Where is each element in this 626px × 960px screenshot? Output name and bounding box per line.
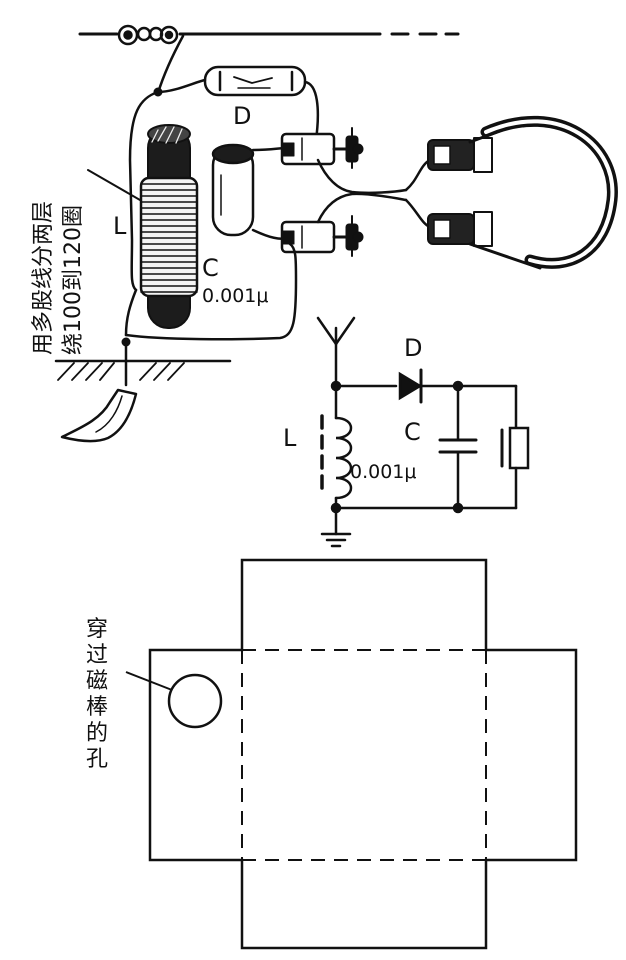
ground-symbol xyxy=(320,532,352,548)
svg-text:用多股线分两层: 用多股线分两层 xyxy=(31,201,56,355)
leader-line xyxy=(87,169,141,201)
box-cutout-template xyxy=(125,558,578,950)
schematic-capacitor-value: 0.001μ xyxy=(350,461,416,483)
pictorial-diode-label: D xyxy=(233,102,251,130)
insulator-icon xyxy=(117,24,179,46)
headphones-icon xyxy=(427,116,618,270)
terminal-icon xyxy=(280,215,364,257)
template-outline xyxy=(148,558,578,950)
hole-label: 穿 过 磁 棒 的 孔 xyxy=(86,617,108,772)
schematic-capacitor-label: C xyxy=(404,418,421,446)
ground-plate xyxy=(60,388,138,443)
ground-surface xyxy=(54,359,232,381)
terminal-icon xyxy=(280,127,364,169)
inductor-symbol xyxy=(334,416,353,500)
coil-winding-note: 用多股线分两层 绕100到120圈 xyxy=(31,201,86,355)
diode-symbol xyxy=(398,368,423,404)
svg-text:的: 的 xyxy=(86,721,108,746)
svg-text:绕100到120圈: 绕100到120圈 xyxy=(61,205,86,355)
svg-text:棒: 棒 xyxy=(86,695,108,720)
capacitor-symbol xyxy=(438,438,478,454)
svg-text:穿: 穿 xyxy=(86,617,108,642)
node-dot xyxy=(452,502,464,514)
diode-component xyxy=(203,65,307,97)
svg-text:孔: 孔 xyxy=(86,747,108,772)
headphone-cord xyxy=(316,158,434,230)
earphone-symbol xyxy=(500,426,530,470)
ferrite-coil xyxy=(139,124,199,329)
pictorial-coil-label: L xyxy=(113,212,127,240)
hole-leader-line xyxy=(125,671,173,691)
antenna-icon xyxy=(316,316,356,388)
schematic-diode-label: D xyxy=(404,334,422,362)
schematic-coil-label: L xyxy=(283,424,297,452)
lead-in-wire xyxy=(156,34,185,95)
pictorial-capacitor-value: 0.001μ xyxy=(202,285,268,307)
pictorial-capacitor-label: C xyxy=(202,254,219,282)
rod-hole xyxy=(167,673,223,729)
svg-text:磁: 磁 xyxy=(86,669,108,694)
capacitor-component xyxy=(211,143,255,237)
schematic-circuit xyxy=(316,316,530,548)
svg-text:过: 过 xyxy=(86,643,108,668)
pictorial-wiring xyxy=(54,24,618,443)
fold-lines xyxy=(241,649,487,861)
